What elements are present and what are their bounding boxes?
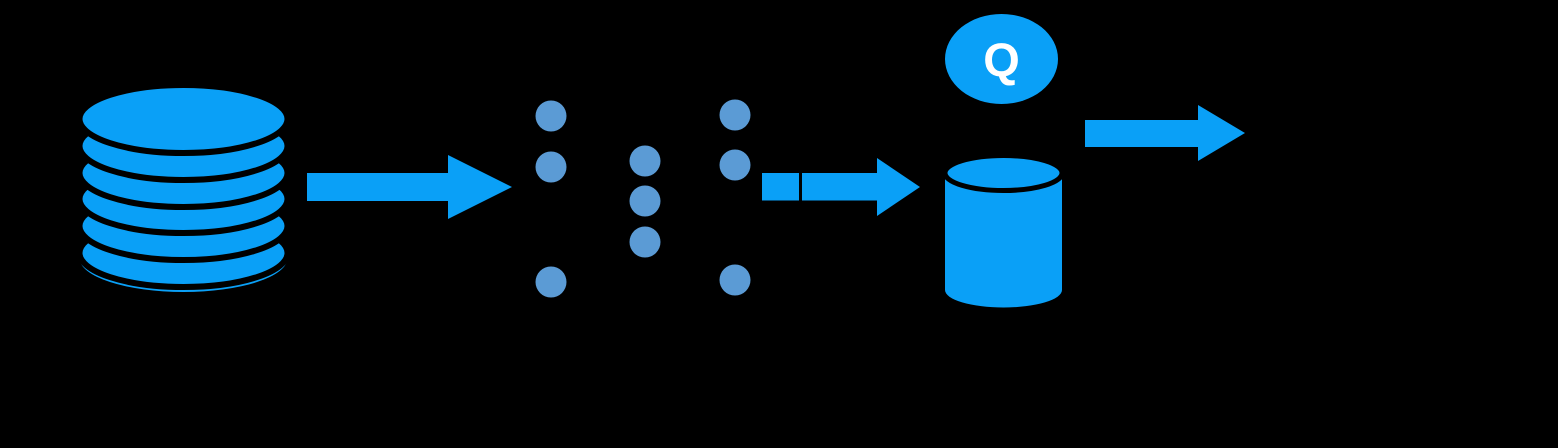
flow-arrow-3	[1085, 105, 1245, 161]
network-dot	[719, 264, 751, 296]
network-dot	[719, 149, 751, 181]
disk-1	[76, 82, 291, 156]
arrow-right-icon	[802, 158, 920, 216]
cylinder-top	[942, 153, 1065, 193]
network-dot	[629, 145, 661, 177]
query-bubble: Q	[945, 14, 1058, 104]
flow-arrow-1	[307, 155, 512, 219]
flow-arrow-2	[762, 158, 920, 216]
database-stack-icon	[76, 82, 291, 292]
query-label: Q	[983, 33, 1020, 86]
arrow-right-icon	[307, 155, 512, 219]
arrow-right-icon	[1085, 105, 1245, 161]
vector-db-cylinder-icon	[942, 153, 1065, 308]
query-ellipse	[945, 14, 1058, 104]
network-dot	[629, 185, 661, 217]
network-dot	[535, 151, 567, 183]
network-dot	[535, 266, 567, 298]
network-dot	[535, 100, 567, 132]
arrow-segment	[762, 173, 799, 201]
network-dot	[629, 226, 661, 258]
network-dot	[719, 99, 751, 131]
neural-network-icon	[535, 99, 751, 298]
